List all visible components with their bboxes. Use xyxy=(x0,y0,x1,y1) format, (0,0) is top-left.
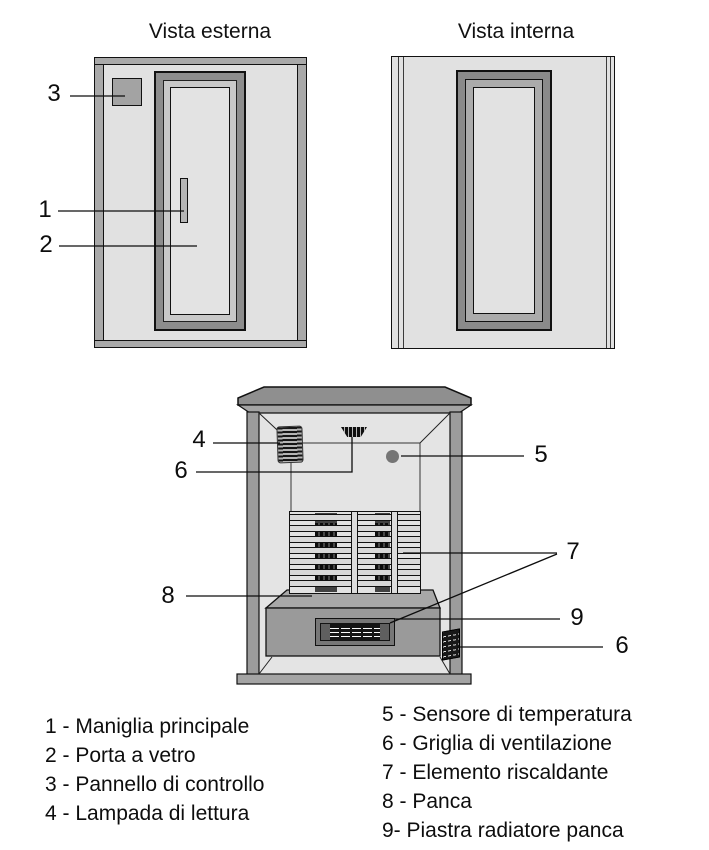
back-wall-outline xyxy=(290,442,421,511)
internal-view-title: Vista interna xyxy=(457,20,575,43)
control-panel xyxy=(112,78,142,106)
leader-7-bench-plate xyxy=(389,553,558,624)
ceiling-diagonal-right xyxy=(419,412,451,444)
legend-item: 2 - Porta a vetro xyxy=(45,744,196,767)
heating-element-panel xyxy=(289,511,421,594)
wall-seam-line xyxy=(398,57,399,348)
legend-item: 9- Piastra radiatore panca xyxy=(382,819,624,842)
callout-6-bottom: 6 xyxy=(615,632,629,659)
external-view-cabin xyxy=(94,57,307,348)
legend-item: 8 - Panca xyxy=(382,790,472,813)
callout-9: 9 xyxy=(570,604,584,631)
callout-8: 8 xyxy=(161,582,175,609)
legend-left-column: 1 - Maniglia principale 2 - Porta a vetr… xyxy=(45,712,264,828)
main-handle xyxy=(180,178,188,223)
floor-plinth xyxy=(236,673,472,685)
cabin-bottom-frame xyxy=(95,340,306,347)
legend-item: 3 - Pannello di controllo xyxy=(45,773,265,796)
cabin-right-frame xyxy=(297,64,306,341)
cabin-left-frame xyxy=(95,64,104,341)
callout-6-top: 6 xyxy=(174,457,188,484)
callout-4: 4 xyxy=(192,426,206,453)
internal-view-cabin xyxy=(391,56,615,349)
callout-1: 1 xyxy=(38,196,52,223)
floor-diagonal-left xyxy=(258,656,273,675)
callout-7: 7 xyxy=(566,538,580,565)
cabin-top-frame xyxy=(95,58,306,65)
ceiling-vent-grille xyxy=(341,427,367,437)
legend-right-column: 5 - Sensore di temperatura 6 - Griglia d… xyxy=(382,700,632,845)
radiator-grille xyxy=(320,623,390,641)
leader-6-ceiling-vent xyxy=(196,437,353,473)
grille-end-cap xyxy=(380,624,389,640)
grille-end-cap xyxy=(321,624,330,640)
wall-seam-line xyxy=(610,57,611,348)
bench-radiator-plate xyxy=(315,618,395,646)
legend-item: 1 - Maniglia principale xyxy=(45,715,250,738)
legend-item: 4 - Lampada di lettura xyxy=(45,802,250,825)
door-glass-panel xyxy=(473,87,535,314)
wall-seam-line xyxy=(606,57,607,348)
callout-3: 3 xyxy=(47,80,61,107)
heater-divider xyxy=(391,512,398,593)
glass-door-external xyxy=(154,71,246,331)
callout-2: 2 xyxy=(39,231,53,258)
legend-item: 5 - Sensore di temperatura xyxy=(382,703,632,726)
grille-slats xyxy=(330,625,380,639)
legend-item: 7 - Elemento riscaldante xyxy=(382,761,609,784)
callout-5: 5 xyxy=(534,441,548,468)
heater-divider xyxy=(351,512,358,593)
external-view-title: Vista esterna xyxy=(148,20,272,43)
floor-diagonal-right xyxy=(439,656,451,675)
temperature-sensor xyxy=(386,450,399,463)
glass-door-internal xyxy=(456,70,552,331)
wall-seam-line xyxy=(403,57,404,348)
legend-item: 6 - Griglia di ventilazione xyxy=(382,732,612,755)
